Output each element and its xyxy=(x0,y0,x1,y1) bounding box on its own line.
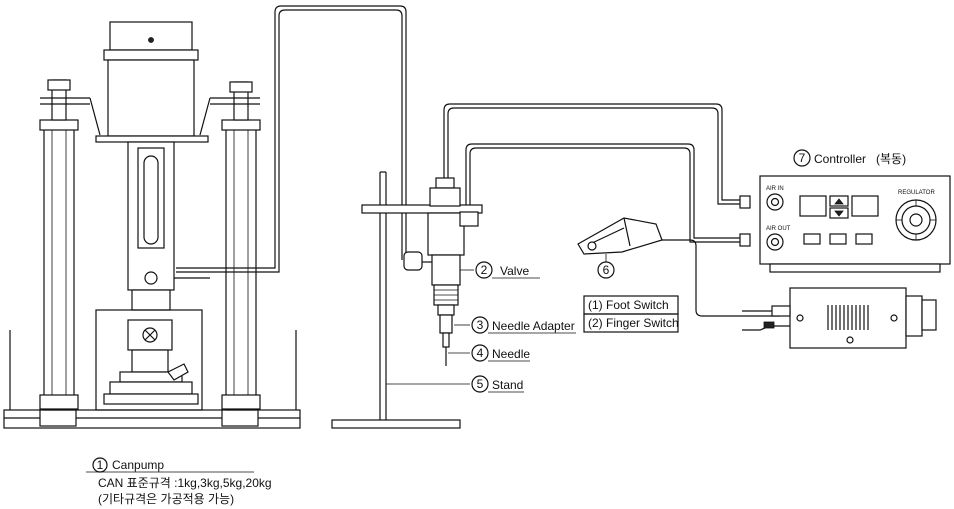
finger-switch-label: (2) Finger Switch xyxy=(588,316,679,330)
foot-switch xyxy=(577,217,663,262)
air-out-label: AIR OUT xyxy=(766,226,791,232)
vent-slots xyxy=(827,305,869,330)
needle-number: 4 xyxy=(477,346,484,360)
valve-number: 2 xyxy=(481,263,488,277)
air-hoses xyxy=(176,5,780,317)
foot-switch-label: (1) Foot Switch xyxy=(588,298,669,312)
valve-assembly xyxy=(403,177,479,366)
valve-label: Valve xyxy=(500,264,529,278)
air-in-label: AIR IN xyxy=(766,186,784,192)
canpump-spec-line1: CAN 표준규격 :1kg,3kg,5kg,20kg xyxy=(98,476,272,490)
controller-number: 7 xyxy=(799,151,806,165)
canpump-title: Canpump xyxy=(112,458,164,472)
leader-lines xyxy=(86,269,576,473)
canpump-spec-line2: (기타규격은 가공적용 가능) xyxy=(98,492,234,506)
regulator-label: REGULATOR xyxy=(898,190,935,196)
stand-number: 5 xyxy=(477,377,484,391)
controller-unit xyxy=(759,175,951,273)
switch-number: 6 xyxy=(603,263,610,277)
finger-switch-box xyxy=(742,287,937,349)
canpump-number: 1 xyxy=(97,458,104,472)
controller-title: Controller xyxy=(814,152,866,166)
needle-adapter-label: Needle Adapter xyxy=(492,319,575,333)
stand-assembly xyxy=(331,171,483,429)
canpump-assembly xyxy=(3,21,301,429)
stand-label: Stand xyxy=(492,378,523,392)
needle-label: Needle xyxy=(492,347,530,361)
needle-adapter-number: 3 xyxy=(477,318,484,332)
controller-subtitle: (복동) xyxy=(876,152,906,166)
